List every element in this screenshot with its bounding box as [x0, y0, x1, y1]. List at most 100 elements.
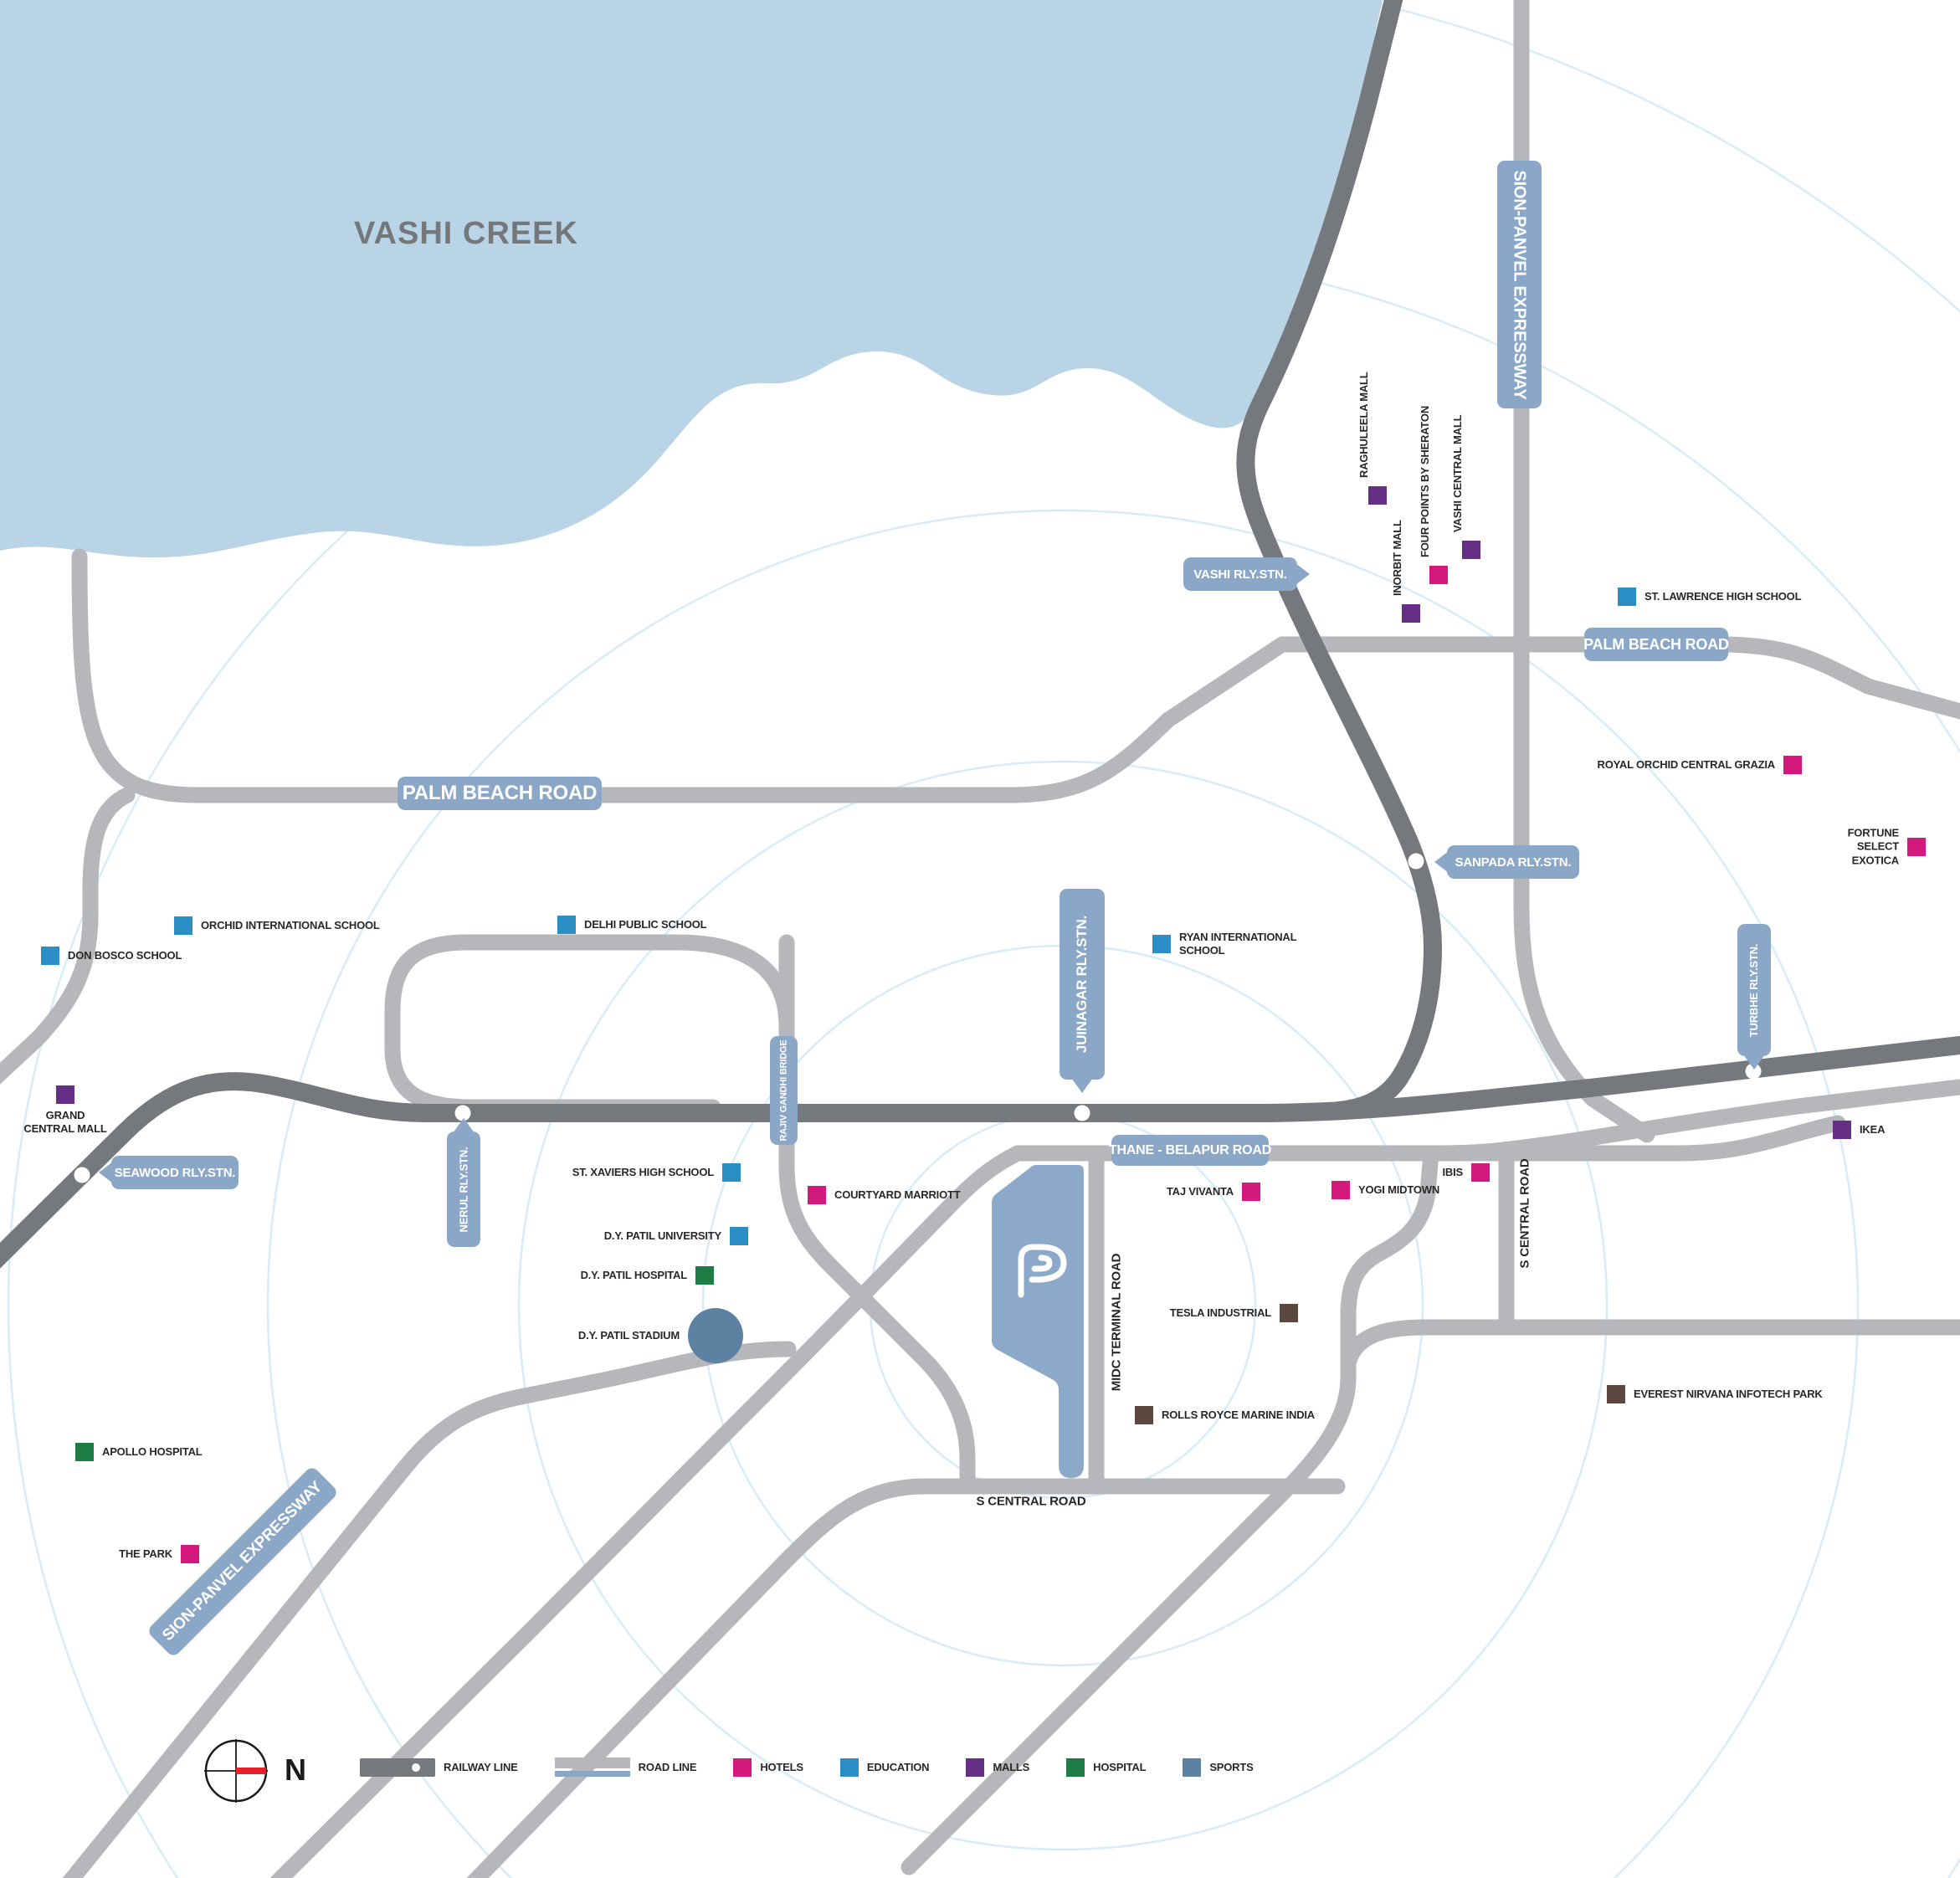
- legend-road-bar-icon: [554, 1757, 630, 1768]
- station-tag-turbhe-rly-stn: TURBHE RLY.STN.: [1737, 924, 1771, 1070]
- legend-label-road-line: ROAD LINE: [638, 1761, 697, 1773]
- poi-label-ikea: IKEA: [1860, 1122, 1886, 1136]
- road-tag-rajiv-gandhi-bridge: RAJIV GANDHI BRIDGE: [770, 1036, 798, 1145]
- road-tag-label: THANE - BELAPUR ROAD: [1108, 1142, 1272, 1157]
- poi-label-delhi-public-school: DELHI PUBLIC SCHOOL: [584, 917, 707, 931]
- legend-education-swatch-icon: [839, 1757, 859, 1777]
- road-tag-palm-beach-road: PALM BEACH ROAD: [398, 777, 602, 810]
- poi-marker-rolls-royce-marine-india: [1135, 1406, 1153, 1424]
- poi-label-d-y-patil-university: D.Y. PATIL UNIVERSITY: [603, 1229, 721, 1242]
- pointer-up-icon: [453, 1118, 475, 1133]
- poi-label-d-y-patil-stadium: D.Y. PATIL STADIUM: [577, 1328, 680, 1342]
- poi-marker-ibis: [1471, 1163, 1490, 1182]
- station-tag-juinagar-rly-stn: JUINAGAR RLY.STN.: [1060, 889, 1105, 1093]
- poi-marker-grand-central-mall: [56, 1085, 74, 1104]
- poi-marker-apollo-hospital: [75, 1443, 94, 1461]
- poi-label-taj-vivanta: TAJ VIVANTA: [1166, 1184, 1234, 1198]
- project-logo: [1018, 1244, 1067, 1298]
- poi-marker-four-points-by-sheraton: [1429, 566, 1448, 584]
- pointer-down-icon: [1071, 1078, 1093, 1093]
- poi-marker-tesla-industrial: [1280, 1304, 1298, 1322]
- pointer-left-icon: [99, 1162, 113, 1183]
- pointer-down-icon: [1743, 1054, 1765, 1070]
- poi-label-royal-orchid-central-grazia: ROYAL ORCHID CENTRAL GRAZIA: [1597, 757, 1776, 771]
- poi-marker-d-y-patil-stadium: [688, 1308, 743, 1363]
- poi-label-d-y-patil-hospital: D.Y. PATIL HOSPITAL: [580, 1268, 688, 1281]
- poi-marker-ryan-international-school: [1152, 935, 1171, 953]
- legend-road-accent-bar-icon: [554, 1771, 630, 1777]
- legend-hospital-swatch-icon: [1066, 1757, 1085, 1777]
- legend-label-hospital: HOSPITAL: [1093, 1761, 1147, 1773]
- poi-label-inorbit-mall: INORBIT MALL: [1391, 520, 1403, 596]
- poi-marker-st-xaviers-high-school: [722, 1163, 741, 1182]
- poi-marker-orchid-international-school: [174, 916, 192, 935]
- railway-lines: [0, 0, 1960, 1269]
- station-tag-vashi-rly-stn: VASHI RLY.STN.: [1183, 557, 1310, 591]
- legend-hotels-swatch-icon: [733, 1757, 752, 1777]
- station-tag-seawood-rly-stn: SEAWOOD RLY.STN.: [99, 1156, 239, 1189]
- poi-marker-ikea: [1833, 1121, 1851, 1139]
- poi-label-orchid-international-school: ORCHID INTERNATIONAL SCHOOL: [201, 918, 380, 931]
- legend-label-education: EDUCATION: [866, 1761, 930, 1773]
- poi-marker-yogi-midtown: [1331, 1181, 1350, 1199]
- poi-marker-st-lawrence-high-school: [1618, 588, 1636, 606]
- water-label: VASHI CREEK: [354, 216, 578, 251]
- station-tag-sanpada-rly-stn: SANPADA RLY.STN.: [1434, 845, 1579, 879]
- poi-label-apollo-hospital: APOLLO HOSPITAL: [102, 1444, 203, 1458]
- legend-item-sports: SPORTS: [1183, 1757, 1254, 1777]
- poi-marker-vashi-central-mall: [1462, 541, 1480, 559]
- poi-marker-everest-nirvana-infotech-park: [1607, 1385, 1625, 1403]
- project-site-plot: [992, 1165, 1084, 1478]
- legend-label-sports: SPORTS: [1209, 1761, 1254, 1773]
- station-tag-nerul-rly-stn: NERUL RLY.STN.: [447, 1118, 480, 1247]
- poi-marker-taj-vivanta: [1242, 1183, 1260, 1201]
- poi-label-rolls-royce-marine-india: ROLLS ROYCE MARINE INDIA: [1162, 1408, 1315, 1421]
- poi-label-grand-central-mall: GRAND CENTRAL MALL: [23, 1109, 107, 1136]
- poi-marker-royal-orchid-central-grazia: [1783, 756, 1802, 774]
- poi-marker-the-park: [181, 1545, 199, 1563]
- poi-marker-courtyard-marriott: [808, 1186, 826, 1204]
- poi-label-courtyard-marriott: COURTYARD MARRIOTT: [834, 1188, 961, 1201]
- road-tag-label: PALM BEACH ROAD: [402, 782, 598, 804]
- road-tag-palm-beach-road: PALM BEACH ROAD: [1583, 628, 1729, 661]
- poi-label-st-xaviers-high-school: ST. XAVIERS HIGH SCHOOL: [572, 1165, 714, 1178]
- road-tag-label: PALM BEACH ROAD: [1583, 635, 1729, 653]
- legend-item-hospital: HOSPITAL: [1066, 1757, 1147, 1777]
- poi-marker-don-bosco-school: [41, 947, 59, 965]
- road-tag-sion-panvel-expressway: SION-PANVEL EXPRESSWAY: [1497, 161, 1542, 408]
- legend-label-malls: MALLS: [993, 1761, 1030, 1773]
- legend-item-education: EDUCATION: [839, 1757, 930, 1777]
- poi-label-yogi-midtown: YOGI MIDTOWN: [1358, 1183, 1440, 1196]
- legend-railway-dot-icon: [412, 1763, 420, 1772]
- poi-marker-fortune-select-exotica: [1907, 838, 1926, 856]
- station-tag-label: SANPADA RLY.STN.: [1455, 854, 1572, 870]
- road-text-s-central-road: S CENTRAL ROAD: [976, 1494, 1086, 1509]
- station-tag-label: SEAWOOD RLY.STN.: [114, 1165, 236, 1180]
- poi-label-ryan-international-school: RYAN INTERNATIONAL SCHOOL: [1179, 930, 1297, 957]
- station-dot-3: [454, 1105, 471, 1121]
- poi-marker-raghuleela-mall: [1368, 486, 1387, 505]
- road-tag-thane-belapur-road: THANE - BELAPUR ROAD: [1108, 1135, 1272, 1166]
- legend-label-hotels: HOTELS: [760, 1761, 803, 1773]
- poi-marker-d-y-patil-university: [730, 1227, 748, 1245]
- poi-label-vashi-central-mall: VASHI CENTRAL MALL: [1451, 414, 1464, 532]
- station-dot-2: [74, 1167, 90, 1183]
- station-dot-4: [1074, 1105, 1090, 1121]
- poi-label-st-lawrence-high-school: ST. LAWRENCE HIGH SCHOOL: [1644, 589, 1802, 603]
- legend-item-malls: MALLS: [966, 1757, 1030, 1777]
- poi-marker-inorbit-mall: [1402, 604, 1420, 623]
- poi-label-tesla-industrial: TESLA INDUSTRIAL: [1169, 1306, 1271, 1319]
- poi-marker-delhi-public-school: [557, 916, 576, 934]
- poi-label-ibis: IBIS: [1442, 1165, 1464, 1178]
- compass-rose-icon: [204, 1739, 268, 1803]
- legend-malls-swatch-icon: [966, 1757, 985, 1777]
- station-tag-label: VASHI RLY.STN.: [1193, 567, 1287, 582]
- creek-water: [0, 0, 1383, 558]
- poi-label-the-park: THE PARK: [119, 1547, 172, 1560]
- poi-label-raghuleela-mall: RAGHULEELA MALL: [1357, 372, 1370, 478]
- pointer-right-icon: [1296, 563, 1310, 585]
- station-dot-1: [1408, 853, 1424, 870]
